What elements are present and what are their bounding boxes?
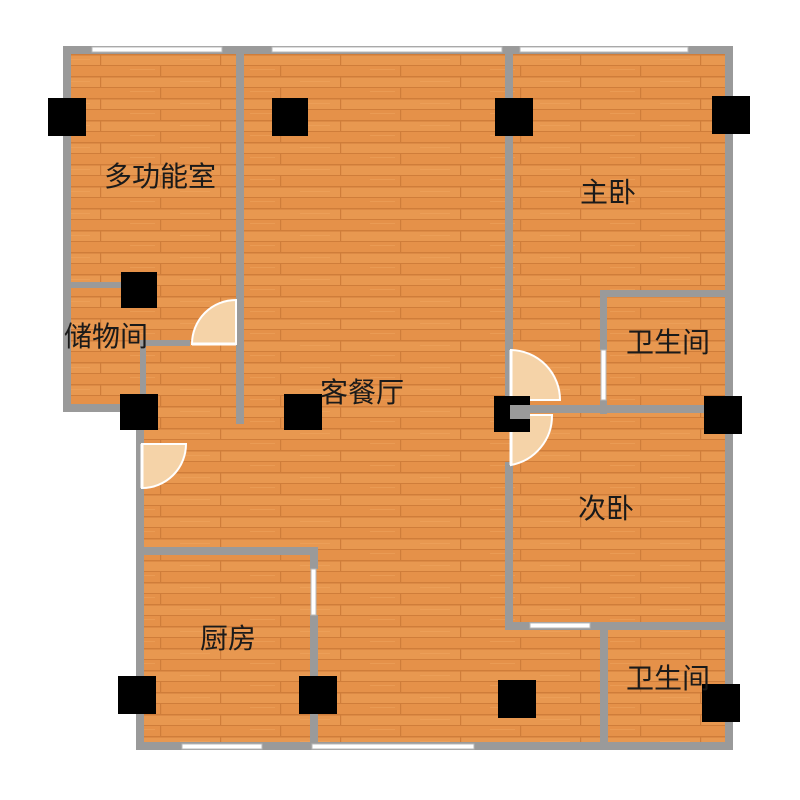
columns: [48, 96, 750, 722]
label-living-dining: 客餐厅: [320, 376, 404, 409]
label-storage: 储物间: [64, 320, 148, 353]
column-gap: [510, 405, 530, 419]
label-second-bedroom: 次卧: [578, 492, 634, 525]
label-kitchen: 厨房: [200, 622, 256, 655]
door-master: [510, 348, 562, 401]
floor: [66, 52, 728, 746]
door-storage-hall: [141, 443, 188, 490]
label-bathroom-2: 卫生间: [626, 662, 710, 695]
label-bathroom-1: 卫生间: [626, 326, 710, 359]
label-multifunction: 多功能室: [104, 160, 216, 193]
label-master-bedroom: 主卧: [580, 176, 636, 209]
windows: [91, 46, 689, 750]
door-multifunction: [190, 298, 237, 345]
room-labels: 多功能室 储物间 客餐厅 主卧 卫生间 次卧 厨房 卫生间: [64, 160, 710, 695]
